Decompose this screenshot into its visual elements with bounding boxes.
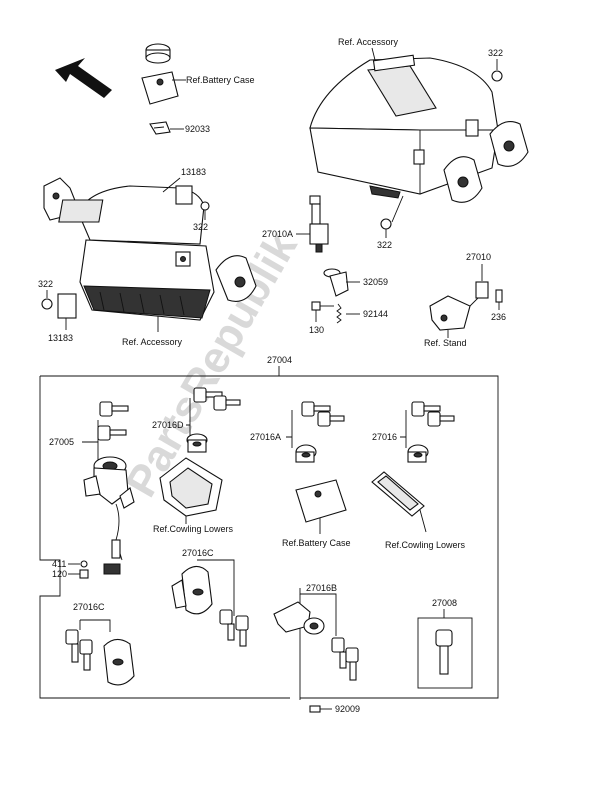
label-ref-accessory-left: Ref. Accessory: [122, 337, 183, 347]
label-ref-cowling-lowers-right: Ref.Cowling Lowers: [385, 540, 466, 550]
screw-120-part: [79, 569, 89, 579]
lock-27016D-part: [186, 387, 241, 453]
label-27010A: 27010A: [262, 229, 293, 239]
lock-27016B-part: [273, 601, 359, 681]
label-27008: 27008: [432, 598, 457, 608]
label-ref-battery-case-bottom: Ref.Battery Case: [282, 538, 351, 548]
gasket-13183-top-part: [175, 185, 193, 205]
washer-411-part: [80, 560, 88, 568]
label-27016D: 27016D: [152, 420, 184, 430]
label-322-right-mid: 322: [377, 240, 392, 250]
gasket-13183-bottom-part: [57, 293, 77, 319]
label-322-left-top: 322: [193, 222, 208, 232]
clip-92033-part: [149, 121, 171, 135]
label-ref-accessory-right: Ref. Accessory: [338, 37, 399, 47]
screw-92009-part: [309, 705, 321, 713]
lock-27016-part: [407, 401, 455, 463]
nut-322-right-mid-part: [380, 218, 392, 230]
left-accessory-case: [43, 177, 257, 321]
lock-27016C-mid-part: [171, 565, 249, 647]
right-accessory-case: [309, 54, 529, 203]
label-27016A: 27016A: [250, 432, 281, 442]
label-322-left: 322: [38, 279, 53, 289]
cowling-lowers-cover-left-part: [159, 457, 223, 517]
ignition-switch-27005-part: [83, 456, 135, 575]
label-120: 120: [52, 569, 67, 579]
label-ref-battery-case-top: Ref.Battery Case: [186, 75, 255, 85]
bolt-130-part: [311, 301, 334, 311]
cowling-lowers-strip-part: [371, 471, 425, 517]
label-411: 411: [52, 559, 66, 569]
label-27016C-left: 27016C: [73, 602, 105, 612]
label-32059: 32059: [363, 277, 388, 287]
lock-27016A-part: [295, 401, 345, 463]
nut-322-right-top-part: [491, 70, 503, 82]
direction-arrow-icon: [55, 58, 112, 98]
label-13183-bottom: 13183: [48, 333, 73, 343]
label-92144: 92144: [363, 309, 388, 319]
label-27005: 27005: [49, 437, 74, 447]
label-ref-stand: Ref. Stand: [424, 338, 467, 348]
label-27004: 27004: [267, 355, 292, 365]
battery-case-cap-part: [141, 43, 179, 105]
label-92033: 92033: [185, 124, 210, 134]
label-130: 130: [309, 325, 324, 335]
battery-case-cover-part: [295, 479, 347, 523]
label-ref-cowling-lowers-left: Ref.Cowling Lowers: [153, 524, 234, 534]
label-27010: 27010: [466, 252, 491, 262]
label-322-right-top: 322: [488, 48, 503, 58]
plate-32059-part: [323, 268, 349, 297]
label-13183-top: 13183: [181, 167, 206, 177]
key-blank-27008-part: [435, 629, 453, 675]
lock-27016C-left-part: [65, 629, 135, 686]
label-92009: 92009: [335, 704, 360, 714]
label-236: 236: [491, 312, 506, 322]
stand-lock-27010-part: [429, 281, 489, 331]
label-27016: 27016: [372, 432, 397, 442]
kit-27004-outline: [39, 375, 499, 699]
nut-322-left-part: [41, 298, 53, 310]
spring-92144-part: [336, 303, 342, 324]
label-27016C-mid: 27016C: [182, 548, 214, 558]
label-27016B: 27016B: [306, 583, 337, 593]
screw-236-part: [495, 289, 503, 303]
key-27008-box: [417, 617, 473, 689]
ignition-key-27005-part: [97, 401, 129, 441]
lock-cylinder-27010A-part: [309, 195, 329, 253]
nut-322-left-top-part: [200, 201, 210, 211]
